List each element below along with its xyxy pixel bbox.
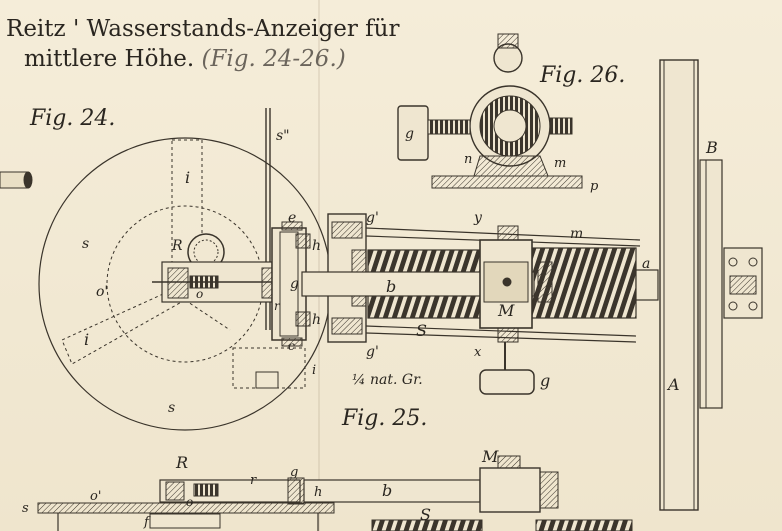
title-line-2-text: mittlere Höhe. — [24, 46, 195, 72]
label-R-fig25: R — [175, 453, 188, 472]
fig26-drawing — [397, 33, 583, 189]
label-M: M — [497, 301, 515, 320]
fig25-drawing — [37, 455, 633, 531]
fig-24-label: Fig. 24. — [30, 106, 116, 131]
label-f: f — [143, 515, 151, 530]
label-r: r — [274, 299, 281, 313]
label-a: a — [642, 256, 650, 272]
label-i-small: i — [312, 363, 316, 378]
label-g-fig25: g — [290, 465, 298, 480]
plate-B — [699, 159, 763, 409]
label-g-knob: g — [540, 371, 550, 390]
scale-note: ¼ nat. Gr. — [352, 372, 423, 388]
page-fold — [318, 0, 320, 531]
label-r-fig25: r — [250, 473, 257, 488]
label-s-fig25: s — [22, 501, 29, 516]
label-oprime-fig25: o' — [90, 489, 101, 504]
label-o: o — [196, 287, 203, 301]
label-A: A — [666, 375, 680, 394]
title-line-1: Reitz ' Wasserstands-Anzeiger für — [6, 16, 400, 42]
label-b-fig25: b — [382, 481, 392, 500]
label-S-fig25: S — [420, 505, 431, 524]
label-i-bottom: i — [84, 330, 89, 349]
label-p: p — [590, 179, 599, 194]
title-line-2: mittlere Höhe. (Fig. 24-26.) — [6, 44, 400, 74]
label-h-top: h — [312, 238, 321, 254]
plate-A — [659, 59, 699, 511]
label-gprime-top: g' — [366, 210, 379, 226]
label-S: S — [416, 321, 427, 340]
letter-labels: s" i s R o' o i s e h g r h c i g' y m a… — [22, 126, 718, 530]
label-R: R — [171, 238, 183, 254]
pipe-stub — [0, 171, 33, 189]
label-g-fig26: g — [405, 126, 414, 142]
bracket-frame — [271, 221, 311, 347]
label-e-top: e — [288, 210, 296, 226]
label-s2: s" — [276, 128, 290, 144]
label-s-bottom: s — [168, 400, 175, 416]
label-m-fig26: m — [554, 156, 566, 171]
label-h-bottom: h — [312, 312, 321, 328]
label-s-left: s — [82, 236, 89, 252]
label-g-bracket: g — [290, 276, 299, 292]
fig-26-label: Fig. 26. — [540, 63, 626, 88]
label-gprime-bottom: g' — [366, 344, 379, 360]
label-b: b — [386, 277, 396, 296]
fig-25-label: Fig. 25. — [342, 406, 428, 431]
label-h-fig25: h — [314, 485, 322, 500]
label-oprime: o' — [96, 284, 108, 300]
figure-reference: (Fig. 24-26.) — [201, 46, 346, 72]
label-i-top: i — [185, 168, 190, 187]
label-x: x — [474, 345, 482, 360]
plate-title: Reitz ' Wasserstands-Anzeiger für mittle… — [6, 14, 400, 74]
label-y: y — [473, 210, 483, 226]
label-m: m — [570, 226, 583, 242]
label-c: c — [288, 339, 295, 353]
label-o-fig25: o — [186, 495, 193, 509]
screw-assembly — [301, 213, 659, 395]
label-M-fig25: M — [481, 447, 499, 466]
label-n: n — [464, 152, 472, 167]
label-B: B — [705, 138, 718, 157]
